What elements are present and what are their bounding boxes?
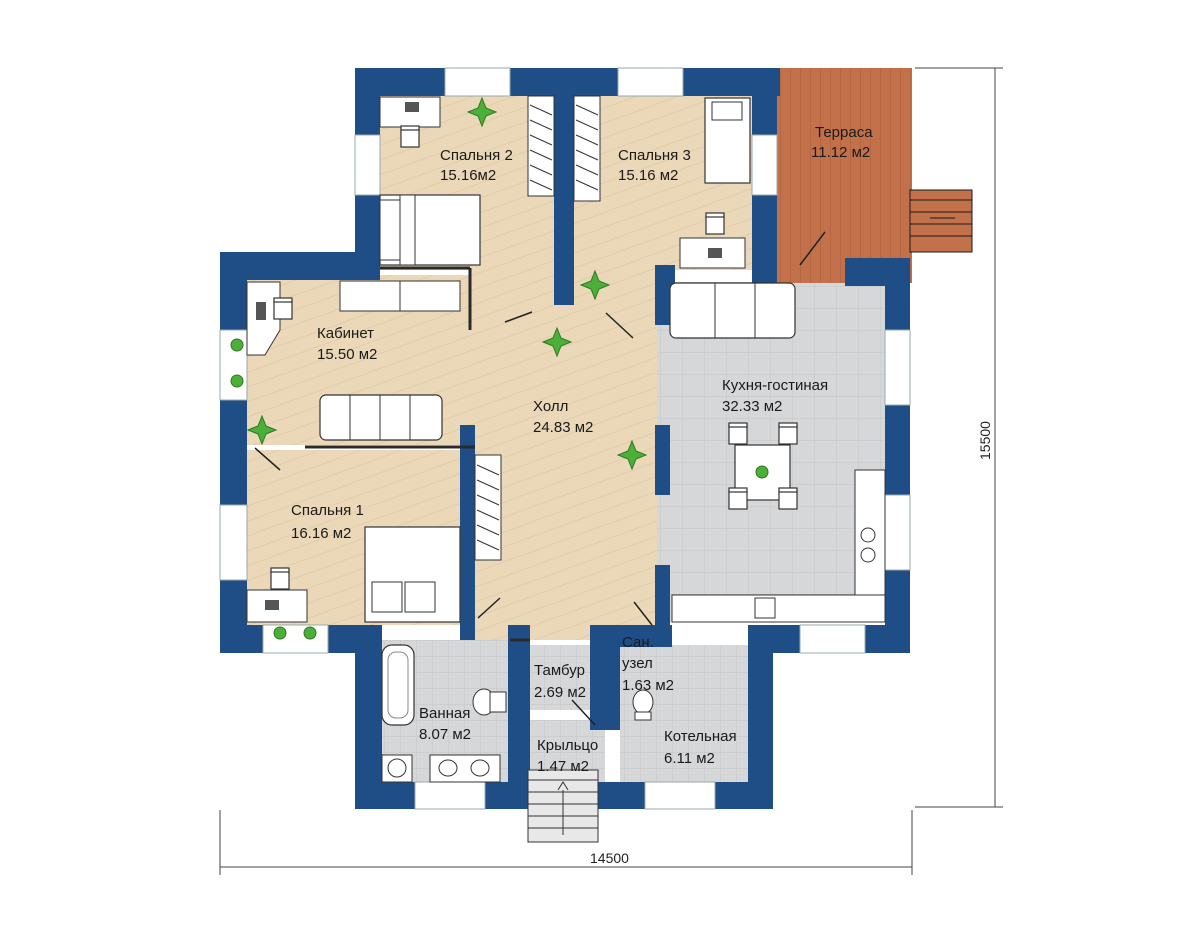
- bed-bedroom2: [379, 194, 481, 266]
- dining-table: [728, 422, 798, 510]
- dimension-width: [219, 810, 913, 875]
- label-porch-name: Крыльцо: [537, 737, 598, 754]
- kitchen-counter: [671, 469, 886, 623]
- plant-icon: [303, 626, 317, 640]
- study-sofa: [319, 394, 443, 441]
- kitchen-sofa: [669, 282, 796, 339]
- label-bedroom1-name: Спальня 1: [291, 502, 364, 519]
- study-shelf: [339, 280, 461, 312]
- toilet-wc: [632, 689, 654, 721]
- label-kitchen-area: 32.33 м2: [722, 398, 782, 415]
- dimension-height: [915, 67, 1003, 808]
- label-kitchen-name: Кухня-гостиная: [722, 377, 828, 394]
- doors: [254, 231, 826, 726]
- label-terrace-name: Терраса: [815, 124, 873, 141]
- label-boiler-area: 6.11 м2: [664, 750, 715, 767]
- partitions: [305, 266, 530, 642]
- floor-vestibule: [527, 645, 592, 710]
- floor-terrace: [777, 68, 912, 283]
- label-bedroom2-area: 15.16м2: [440, 167, 496, 184]
- label-vestibule-area: 2.69 м2: [534, 684, 586, 701]
- label-bathroom-area: 8.07 м2: [419, 726, 471, 743]
- label-hall-area: 24.83 м2: [533, 419, 593, 436]
- study-desk: [246, 281, 293, 356]
- label-study-name: Кабинет: [317, 325, 374, 342]
- bathtub: [381, 644, 415, 726]
- label-wc-area: 1.63 м2: [622, 677, 674, 694]
- bed-bedroom3: [704, 97, 751, 184]
- plant-icon: [273, 626, 287, 640]
- dimension-width-label: 14500: [590, 850, 629, 866]
- label-bedroom3-area: 15.16 м2: [618, 167, 678, 184]
- sinks: [429, 754, 501, 783]
- label-terrace-area: 11.12 м2: [811, 144, 870, 161]
- label-vestibule-name: Тамбур: [534, 662, 585, 679]
- label-boiler-name: Котельная: [664, 728, 737, 745]
- plant-icon: [230, 374, 244, 388]
- dimension-height-label: 15500: [977, 421, 993, 460]
- washing-machine: [381, 754, 413, 783]
- label-bedroom1-area: 16.16 м2: [291, 525, 351, 542]
- desk-bedroom1: [246, 567, 308, 623]
- desk-bedroom3: [679, 212, 746, 269]
- label-wc-name-2: узел: [622, 655, 653, 672]
- label-study-area: 15.50 м2: [317, 346, 377, 363]
- label-bedroom3-name: Спальня 3: [618, 147, 691, 164]
- porch-stairs: [527, 769, 599, 843]
- label-hall-name: Холл: [533, 398, 568, 415]
- windows: [219, 67, 911, 810]
- plant-icon: [230, 338, 244, 352]
- label-porch-area: 1.47 м2: [537, 758, 589, 775]
- label-wc-name-1: Сан.: [622, 634, 654, 651]
- desk-bedroom2: [379, 96, 441, 148]
- label-bathroom-name: Ванная: [419, 705, 470, 722]
- toilet-bathroom: [472, 688, 507, 716]
- wardrobe-hangers: [476, 104, 599, 551]
- bed-bedroom1: [364, 526, 461, 623]
- terrace-stairs: [909, 189, 973, 253]
- label-bedroom2-name: Спальня 2: [440, 147, 513, 164]
- wardrobe-hall-top: [474, 95, 601, 561]
